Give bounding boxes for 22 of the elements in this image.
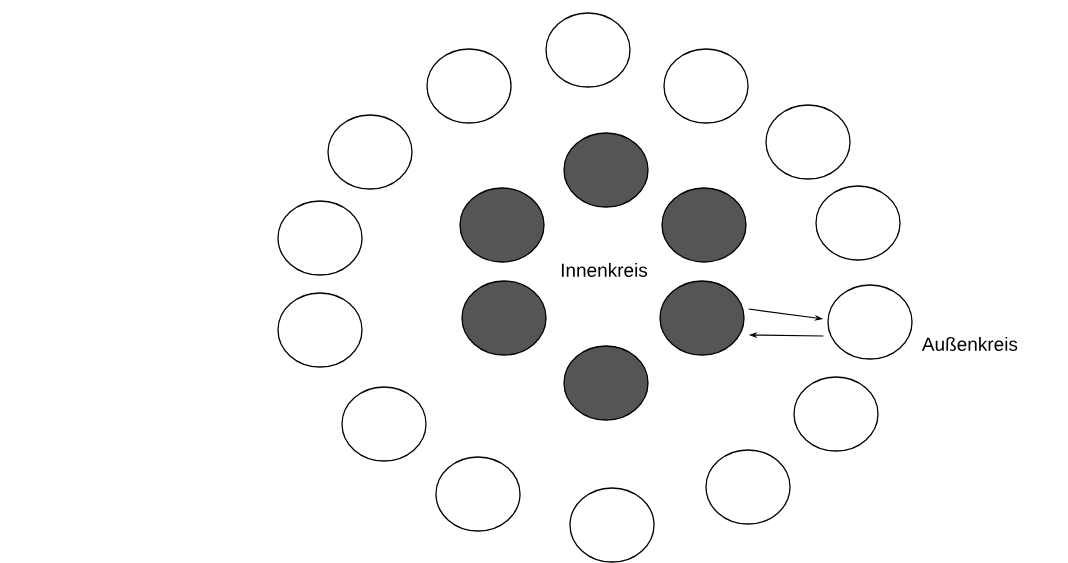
outer-circle	[277, 200, 363, 276]
circle-label: Innenkreis	[561, 263, 648, 277]
inner-circle	[659, 280, 745, 356]
outer-circle	[341, 386, 427, 462]
inner-circle	[563, 345, 649, 421]
outer-circle	[793, 376, 879, 452]
outer-circle	[815, 185, 901, 261]
outer-circle	[705, 449, 791, 525]
outer-circle	[765, 104, 851, 180]
outer-circle	[569, 487, 655, 563]
inner-circle	[459, 187, 545, 263]
inner-circle	[563, 132, 649, 208]
outer-circle	[277, 292, 363, 368]
outer-circle	[827, 284, 913, 360]
inner-circle	[461, 280, 547, 356]
outer-circle	[426, 48, 512, 124]
outer-circle	[545, 12, 631, 88]
inner-circle	[661, 187, 747, 263]
outer-circle	[327, 114, 413, 190]
outer-circle	[663, 48, 749, 124]
outer-circle-label: Außenkreis	[921, 337, 1018, 351]
outer-circle	[435, 456, 521, 532]
